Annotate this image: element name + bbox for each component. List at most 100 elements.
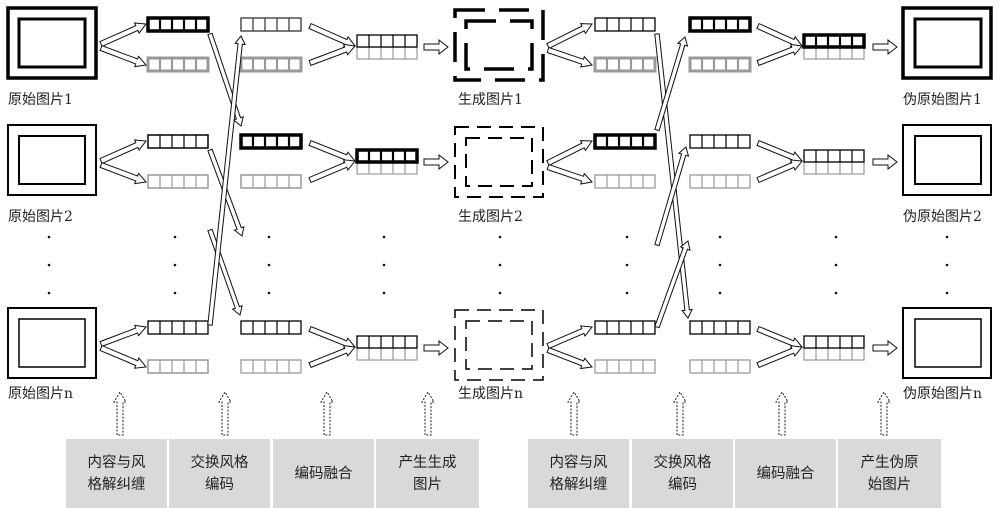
swapped-style-code-right-3 [689,359,751,374]
ellipsis-dot [834,235,838,239]
split-arrow-style-left [99,161,147,185]
style-code-left-1 [146,56,210,73]
step-right-generate-pseudo: 产生伪原 始图片 [838,439,941,508]
split-arrow-content-right [546,325,593,350]
image-inner-frame-dashed [464,19,534,71]
code-bar-frame [240,174,302,189]
ellipsis-dot [945,263,949,267]
fused-code-right-2 [803,149,865,175]
pseudo-original-image-1 [901,6,993,80]
ellipsis-dot [47,263,51,267]
code-bar-frame [689,134,751,149]
original-image-label: 原始图片1 [8,92,73,108]
code-bar-frame [594,359,656,374]
code-bar-frame [147,359,209,374]
split-arrow-content-right [546,140,593,166]
merge-arrow-style-right [756,43,803,67]
to-generated-arrow [423,38,449,56]
image-inner-frame [913,17,983,69]
image-outer-frame-dashed [454,126,544,198]
split-arrow-content-left [99,22,147,48]
step-left-swap-style: 交换风格 编码 [169,439,270,508]
generated-image-label: 生成图片2 [458,209,523,225]
code-bar-frame [688,56,752,73]
swapped-style-code-left-2 [240,174,302,189]
split-arrow-style-left [99,44,147,68]
content-code-right-2 [593,133,657,150]
ellipsis-dot [625,235,629,239]
image-outer-frame-dashed [453,8,545,82]
generated-image-label: 生成图片n [458,386,523,402]
fused-style-part [803,161,865,175]
dashed-up-arrow-6 [673,391,687,436]
code-bar-frame [593,133,657,150]
merge-arrow-style-right [756,345,803,369]
split-arrow-content-right [546,23,593,49]
to-pseudo-original-arrow [872,38,898,56]
code-bar-frame [147,320,209,335]
swapped-content-code-left-1 [240,17,302,32]
fused-code-right-3 [803,335,865,361]
ellipsis-dot [834,263,838,267]
ellipsis-dot [267,291,271,295]
swap-arrow-right-n-up [654,240,691,329]
ellipsis-dot [498,263,502,267]
fused-content-part [356,335,418,349]
generated-image-2 [454,126,544,198]
merge-arrow-style-left [308,345,356,369]
ellipsis-dot [47,235,51,239]
generated-image-1 [453,8,545,82]
image-inner-frame-dashed [465,137,533,187]
step-right-swap-style: 交换风格 编码 [632,439,733,508]
fused-style-part [356,46,418,60]
code-bar-frame [240,359,302,374]
code-bar-frame [239,56,303,73]
ellipsis-dot [625,263,629,267]
dashed-up-arrow-7 [775,391,789,436]
to-pseudo-original-arrow [872,153,898,171]
code-bar-frame [147,174,209,189]
pseudo-original-image-2 [902,124,992,196]
fused-code-right-1 [802,33,866,60]
merge-arrow-content-left [308,139,356,163]
code-bar-frame [146,16,210,33]
merge-arrow-style-right [756,159,803,184]
step-left-disentangle: 内容与风 格解纠缠 [66,439,167,508]
swapped-content-code-right-1 [688,16,752,33]
swapped-content-code-left-2 [239,133,303,150]
pseudo-original-image-label: 伪原始图片2 [903,209,982,225]
image-inner-frame [17,17,87,69]
original-image-label: 原始图片2 [8,209,73,225]
fused-code-left-3 [356,335,418,361]
dashed-up-arrow-3 [320,391,334,436]
image-outer-frame-dashed [454,309,544,381]
merge-arrow-content-right [756,139,803,163]
split-arrow-content-left [99,139,147,165]
merge-arrow-content-right [756,22,803,48]
image-inner-frame [914,318,982,368]
ellipsis-dot [718,263,722,267]
content-code-right-1 [594,17,656,32]
dashed-up-arrow-1 [113,391,127,436]
original-image-2 [7,124,97,196]
ellipsis-dot [945,235,949,239]
ellipsis-dot [173,291,177,295]
ellipsis-dot [267,235,271,239]
ellipsis-dot [47,291,51,295]
ellipsis-dot [834,291,838,295]
ellipsis-dot [718,235,722,239]
split-arrow-style-right [546,163,593,185]
fused-content-part [803,335,865,349]
original-image-label: 原始图片n [8,386,73,402]
ellipsis-dot [382,263,386,267]
swapped-content-code-right-3 [689,320,751,335]
ellipsis-dot [498,291,502,295]
ellipsis-dot [945,291,949,295]
fused-content-part [356,34,418,48]
image-inner-frame [18,318,86,368]
image-inner-frame-dashed [465,320,533,370]
swapped-content-code-right-2 [689,134,751,149]
code-bar-frame [594,320,656,335]
code-bar-frame [239,133,303,150]
